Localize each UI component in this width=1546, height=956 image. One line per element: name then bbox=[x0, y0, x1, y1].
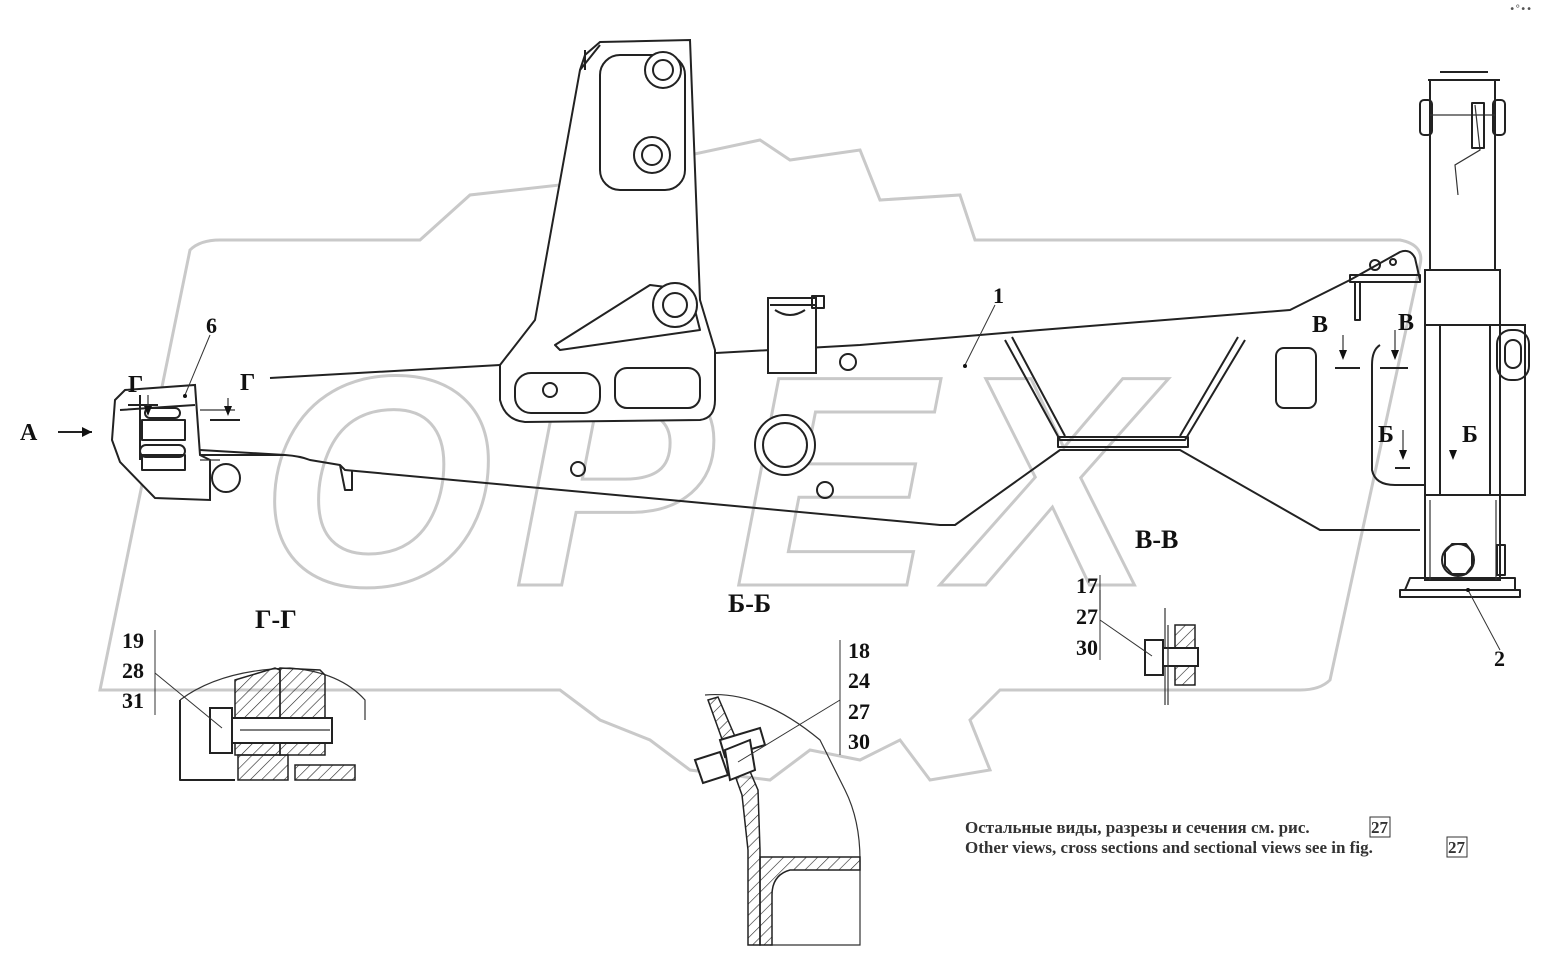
note-russian-ref[interactable]: 27 bbox=[1371, 818, 1389, 837]
view-a-label: А bbox=[20, 420, 38, 446]
stack-gg-item: 31 bbox=[122, 688, 144, 713]
stack-gg-item: 19 bbox=[122, 628, 144, 653]
stack-bb-item: 18 bbox=[848, 638, 870, 663]
stack-vv-item: 17 bbox=[1076, 573, 1098, 598]
callout-jack: 2 bbox=[1494, 646, 1505, 671]
watermark-text: OPEX bbox=[260, 313, 1174, 649]
section-v-left: В bbox=[1312, 312, 1328, 338]
section-vv-title: В-В bbox=[1135, 525, 1178, 554]
stack-bb-item: 24 bbox=[848, 668, 870, 693]
callout-coupler: 6 bbox=[206, 313, 217, 338]
section-b-right: Б bbox=[1462, 422, 1478, 448]
note-russian: Остальные виды, разрезы и сечения см. ри… bbox=[965, 818, 1310, 837]
section-bb-detail bbox=[693, 693, 861, 946]
coupler-head bbox=[110, 383, 353, 502]
support-jack bbox=[1399, 71, 1530, 598]
section-bb-title: Б-Б bbox=[728, 589, 771, 618]
stack-gg-item: 28 bbox=[122, 658, 144, 683]
callout-leaders bbox=[154, 304, 1501, 763]
section-gg-title: Г-Г bbox=[255, 605, 297, 634]
note-english: Other views, cross sections and sectiona… bbox=[965, 838, 1373, 857]
section-g-right: Г bbox=[240, 370, 255, 396]
drawbar-frame bbox=[199, 38, 1460, 531]
labels: А Г Г В В Б Б Г-Г Б-Б В-В 1 6 2 19 28 31… bbox=[20, 283, 1505, 858]
note-english-ref[interactable]: 27 bbox=[1448, 838, 1466, 857]
section-g-left: Г bbox=[128, 372, 143, 398]
note-russian-ref-box bbox=[1369, 816, 1391, 838]
corner-mark: •°•• bbox=[1509, 4, 1532, 15]
section-gg-detail bbox=[179, 667, 366, 781]
stack-vv-item: 30 bbox=[1076, 635, 1098, 660]
stack-bb-item: 27 bbox=[848, 699, 870, 724]
section-b-left: Б bbox=[1378, 422, 1394, 448]
section-markers bbox=[58, 350, 1457, 460]
stack-bb-item: 30 bbox=[848, 729, 870, 754]
note-english-ref-box bbox=[1446, 836, 1468, 858]
callout-frame: 1 bbox=[993, 283, 1004, 308]
section-v-right: В bbox=[1398, 310, 1414, 336]
section-vv-detail bbox=[1099, 590, 1199, 705]
stack-vv-item: 27 bbox=[1076, 604, 1098, 629]
